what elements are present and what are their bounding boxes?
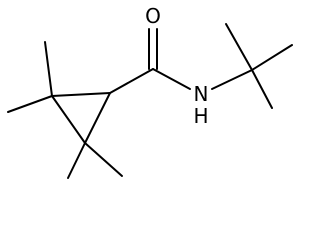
ring-bond-bottom-left (51, 95, 86, 144)
tbutyl-methyl-bond-right-up (251, 44, 293, 71)
chemical-structure: O N H (7, 4, 293, 179)
tbutyl-methyl-bond-down (251, 69, 273, 109)
oxygen-label: O (145, 4, 161, 28)
nitrogen-label: N (194, 82, 209, 106)
ring-bond-left-right (51, 92, 111, 97)
methyl-bond-bottom-right (84, 142, 123, 177)
carbonyl-to-nitrogen-bond (152, 68, 191, 90)
ring-to-carbonyl-bond (109, 68, 154, 94)
tbutyl-methyl-bond-up (225, 23, 253, 71)
methyl-bond-bottom-left (67, 142, 86, 179)
methyl-bond-left-out (7, 95, 53, 113)
nitrogen-to-tbutyl-bond (211, 69, 253, 90)
ring-bond-right-bottom (84, 92, 111, 144)
methyl-bond-left-up (44, 41, 53, 97)
hydrogen-label: H (193, 104, 208, 128)
